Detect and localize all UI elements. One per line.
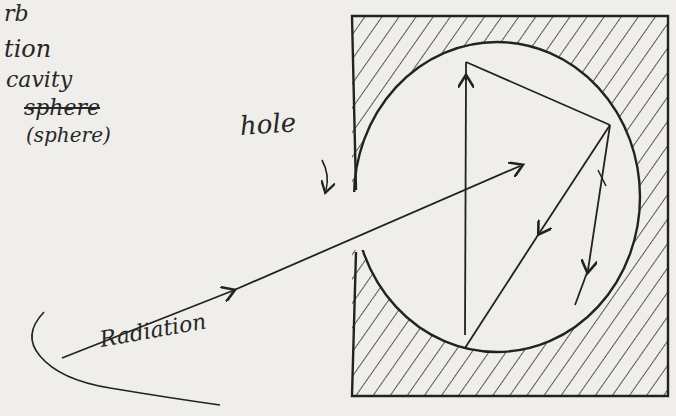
hole-pointer xyxy=(322,160,327,190)
reflected-ray xyxy=(466,62,610,125)
wall-hatch xyxy=(352,16,668,396)
radiation-ray xyxy=(62,291,232,358)
handwritten-label: rb xyxy=(4,2,29,26)
tick-mark xyxy=(598,170,606,186)
reflected-ray xyxy=(465,78,466,335)
reflected-ray xyxy=(575,270,588,305)
reflected-ray xyxy=(465,62,467,80)
handwritten-label: tion xyxy=(4,36,51,62)
handwritten-label: (sphere) xyxy=(26,124,111,146)
reflected-ray xyxy=(588,125,610,270)
reflected-ray xyxy=(465,232,540,348)
cavity-sphere xyxy=(354,42,640,352)
handwritten-label: cavity xyxy=(6,68,72,92)
handwritten-label: Radiation xyxy=(98,309,208,352)
handwritten-label: sphere xyxy=(24,96,100,120)
reflected-ray xyxy=(540,125,610,232)
handwritten-label: hole xyxy=(239,108,297,140)
radiation-ray xyxy=(232,166,520,291)
outer-box xyxy=(352,16,668,396)
